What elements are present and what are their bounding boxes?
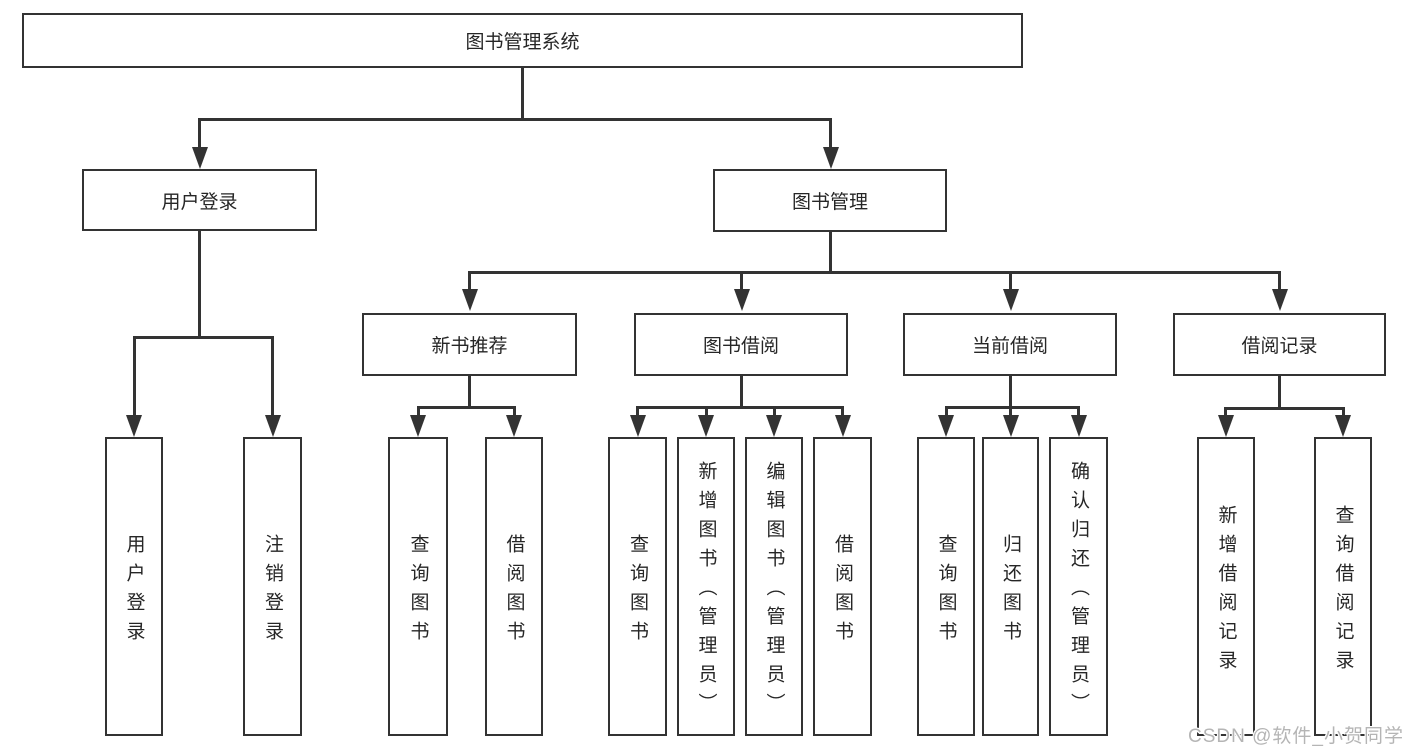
connector-line <box>1278 376 1281 407</box>
leaf-add-borrow-record: 新增借阅记录 <box>1197 437 1255 736</box>
arrow-down-icon <box>766 415 782 437</box>
leaf-query-books-current: 查询图书 <box>917 437 975 736</box>
connector-line <box>636 406 639 417</box>
arrow-down-icon <box>1003 289 1019 311</box>
connector-line <box>417 406 516 409</box>
connector-line <box>1224 407 1227 417</box>
node-library-system-root: 图书管理系统 <box>22 13 1023 68</box>
node-label: 新书推荐 <box>431 336 508 357</box>
node-label: 图书借阅 <box>702 336 779 357</box>
connector-line <box>829 118 832 149</box>
connector-line <box>417 406 420 417</box>
arrow-down-icon <box>1071 415 1087 437</box>
node-borrowing-records: 借阅记录 <box>1173 313 1386 376</box>
node-label: 查询图书 <box>935 533 957 650</box>
node-label: 确认归还（管理员） <box>1068 461 1089 722</box>
leaf-edit-book-admin: 编辑图书（管理员） <box>745 437 803 736</box>
arrow-down-icon <box>823 147 839 169</box>
arrow-down-icon <box>1003 415 1019 437</box>
connector-line <box>198 231 201 336</box>
connector-line <box>1278 271 1281 289</box>
arrow-down-icon <box>506 415 522 437</box>
node-label: 当前借阅 <box>971 336 1048 357</box>
connector-line <box>198 118 201 149</box>
leaf-logout: 注销登录 <box>243 437 302 736</box>
node-label: 图书管理系统 <box>465 32 580 53</box>
node-label: 新增图书（管理员） <box>695 461 717 722</box>
connector-line <box>521 68 524 118</box>
connector-line <box>133 336 274 339</box>
connector-line <box>513 406 516 417</box>
node-label: 图书管理 <box>791 192 868 213</box>
connector-line <box>841 406 844 417</box>
arrow-down-icon <box>734 289 750 311</box>
leaf-user-login: 用户登录 <box>105 437 163 736</box>
connector-line <box>1009 271 1012 289</box>
arrow-down-icon <box>265 415 281 437</box>
node-new-book-recommend: 新书推荐 <box>362 313 577 376</box>
node-label: 归还图书 <box>1000 533 1021 650</box>
connector-line <box>468 271 471 289</box>
leaf-confirm-return-admin: 确认归还（管理员） <box>1049 437 1108 736</box>
connector-line <box>829 232 832 273</box>
leaf-return-books: 归还图书 <box>982 437 1039 736</box>
connector-line <box>1009 376 1012 406</box>
leaf-borrow-books-recommend: 借阅图书 <box>485 437 543 736</box>
connector-line <box>1077 406 1080 417</box>
node-label: 查询借阅记录 <box>1332 504 1354 679</box>
leaf-query-borrow-record: 查询借阅记录 <box>1314 437 1372 736</box>
connector-line <box>705 406 708 417</box>
connector-line <box>945 406 1080 409</box>
connector-line <box>468 271 1281 274</box>
leaf-query-books-recommend: 查询图书 <box>388 437 448 736</box>
connector-line <box>1225 407 1345 410</box>
node-current-borrowing: 当前借阅 <box>903 313 1117 376</box>
connector-line <box>740 271 743 289</box>
node-label: 借阅图书 <box>503 533 525 650</box>
arrow-down-icon <box>835 415 851 437</box>
connector-line <box>1009 406 1012 417</box>
leaf-borrow-books-borrowing: 借阅图书 <box>813 437 872 736</box>
watermark: CSDN @软件_小贺同学 <box>1188 726 1404 747</box>
arrow-down-icon <box>410 415 426 437</box>
connector-line <box>198 118 832 121</box>
connector-line <box>271 336 274 417</box>
node-book-management: 图书管理 <box>713 169 947 232</box>
connector-line <box>1342 407 1345 417</box>
node-label: 编辑图书（管理员） <box>763 461 785 722</box>
connector-line <box>133 336 136 417</box>
connector-line <box>773 406 776 417</box>
connector-line <box>636 406 844 409</box>
node-book-borrowing: 图书借阅 <box>634 313 848 376</box>
connector-line <box>740 376 743 406</box>
node-label: 借阅记录 <box>1241 336 1318 357</box>
arrow-down-icon <box>1272 289 1288 311</box>
node-label: 查询图书 <box>627 533 648 650</box>
node-label: 借阅图书 <box>832 533 853 650</box>
node-label: 用户登录 <box>161 191 238 213</box>
node-user-login: 用户登录 <box>82 169 317 231</box>
arrow-down-icon <box>698 415 714 437</box>
arrow-down-icon <box>126 415 142 437</box>
node-label: 用户登录 <box>123 533 145 650</box>
connector-line <box>945 406 948 417</box>
arrow-down-icon <box>462 289 478 311</box>
node-label: 新增借阅记录 <box>1215 504 1237 679</box>
leaf-query-books-borrowing: 查询图书 <box>608 437 667 736</box>
arrow-down-icon <box>630 415 646 437</box>
connector-line <box>468 376 471 406</box>
arrow-down-icon <box>192 147 208 169</box>
leaf-add-book-admin: 新增图书（管理员） <box>677 437 735 736</box>
arrow-down-icon <box>1218 415 1234 437</box>
node-label: 注销登录 <box>262 533 283 650</box>
node-label: 查询图书 <box>407 533 429 650</box>
arrow-down-icon <box>1335 415 1351 437</box>
arrow-down-icon <box>938 415 954 437</box>
